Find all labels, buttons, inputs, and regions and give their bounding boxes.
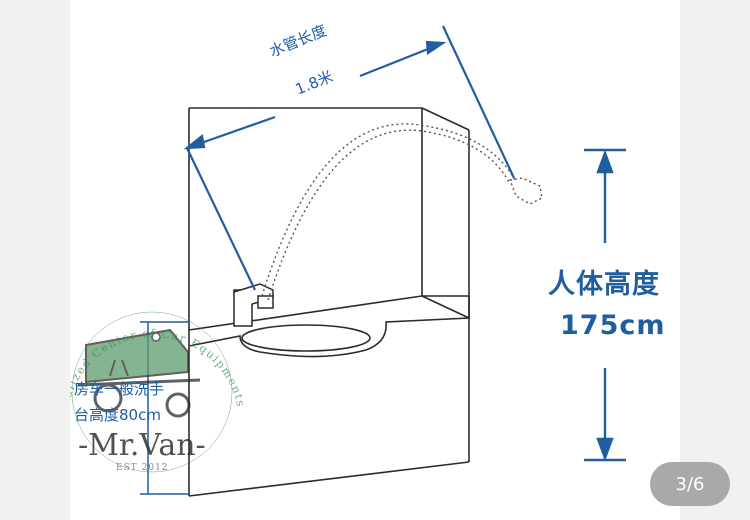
gallery-left-margin (0, 0, 70, 520)
watermark-est-year: EST 2012 (116, 463, 169, 473)
body-height-dimension (584, 148, 626, 462)
page-indicator: 3/6 (650, 462, 730, 506)
brand-watermark-logo (71, 311, 233, 473)
faucet (233, 283, 274, 327)
counter-height-caption-line1: 房车一般洗手 (74, 380, 165, 398)
gallery-slide: Specialized Center of Car Equipments 水管长… (70, 0, 680, 520)
gallery-right-margin (680, 0, 750, 520)
spray-head (509, 177, 543, 205)
body-height-value: 175cm (560, 310, 666, 341)
pull-out-hose (261, 123, 516, 301)
sink-diagram: Specialized Center of Car Equipments (70, 25, 626, 497)
sink-bowl (241, 324, 371, 352)
hose-length-dimension (183, 25, 515, 291)
watermark-brand-name: -Mr.Van- (78, 428, 206, 463)
counter-height-caption-line2: 台高度80cm (74, 406, 161, 424)
body-height-label: 人体高度 (548, 269, 660, 300)
cabinet-outline (188, 107, 470, 497)
